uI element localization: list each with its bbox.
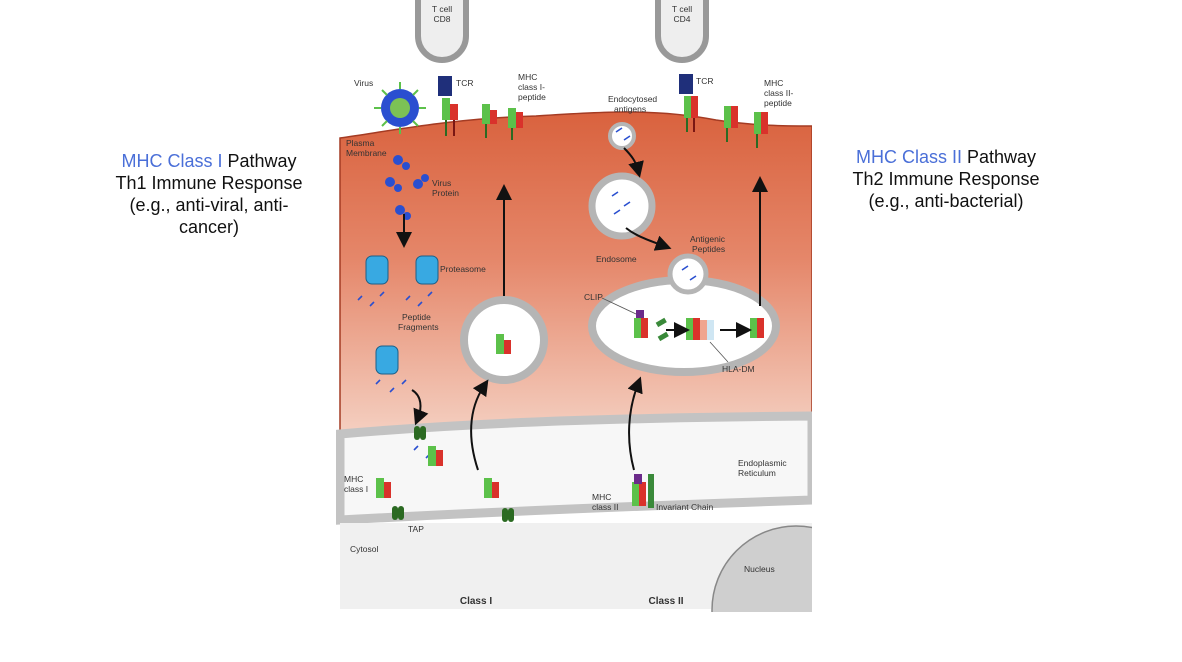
mhc-i-surface-2 — [482, 104, 497, 138]
tcr-left-shape — [438, 76, 452, 96]
tcr-right-label: TCR — [696, 76, 713, 86]
virus-particle — [374, 82, 426, 134]
er-mhc-i-3 — [428, 446, 443, 466]
plasma-membrane-label-2: Membrane — [346, 148, 387, 158]
nucleus-label: Nucleus — [744, 564, 775, 574]
class-i-vesicle-mhc — [496, 334, 511, 354]
endosome-vesicle — [588, 172, 656, 240]
tcr-right-shape — [679, 74, 693, 94]
endosome-label: Endosome — [596, 254, 637, 264]
mhc-class2-label-1: MHC — [592, 492, 611, 502]
mhc-ii-surface-3 — [754, 112, 768, 148]
er-mhc-i-2 — [484, 478, 499, 498]
mhc-class2-label-2: class II — [592, 502, 618, 512]
mhc-class-i-caption: MHC Class I Pathway Th1 Immune Response … — [96, 150, 322, 238]
mhc-ii-surface-1 — [684, 96, 698, 132]
class-i-response: Th1 Immune Response — [115, 173, 303, 193]
mhc-class-ii-caption: MHC Class II Pathway Th2 Immune Response… — [826, 146, 1066, 212]
mhc-class1-label-1: MHC — [344, 474, 363, 484]
class-i-examples: (e.g., anti-viral, anti- — [129, 195, 289, 215]
virus-protein-cluster — [385, 155, 429, 220]
tcell-cd8-label-1: T cell — [432, 4, 452, 14]
mhc1-peptide-label-3: peptide — [518, 92, 546, 102]
antigenic-label-2: Peptides — [692, 244, 725, 254]
peptide-fragments-label-2: Fragments — [398, 322, 439, 332]
class-ii-highlight: MHC Class II — [855, 147, 962, 167]
mhc-i-surface-1 — [442, 98, 458, 136]
class1-footer-label: Class I — [460, 596, 492, 607]
antigenic-bud — [667, 253, 709, 295]
clip-label: CLIP — [584, 292, 603, 302]
class-i-highlight: MHC Class I — [121, 151, 223, 171]
class-ii-examples: (e.g., anti-bacterial) — [868, 191, 1024, 211]
virus-protein-label-1: Virus — [432, 178, 451, 188]
tap-label: TAP — [408, 524, 424, 534]
proteasome-1 — [365, 255, 389, 285]
nucleus — [711, 525, 812, 612]
er-label-2: Reticulum — [738, 468, 776, 478]
mhc1-peptide-label-1: MHC — [518, 72, 537, 82]
virus-label: Virus — [354, 78, 373, 88]
mhc1-peptide-label-2: class I- — [518, 82, 545, 92]
tcr-left-label: TCR — [456, 78, 473, 88]
tcell-cd8-label-2: CD8 — [433, 14, 450, 24]
endocytosed-label-2: antigens — [614, 104, 646, 114]
class2-footer-label: Class II — [648, 596, 683, 607]
class-ii-title-rest: Pathway — [961, 147, 1037, 167]
t-cell-cd8 — [415, 0, 469, 63]
mhc2-peptide-label-1: MHC — [764, 78, 783, 88]
antigen-presentation-diagram: T cell CD8 T cell CD4 TCR TCR Virus MHC … — [336, 0, 812, 612]
tap-transporter — [392, 426, 514, 522]
class-i-examples-cont: cancer) — [178, 217, 240, 237]
plasma-membrane-label-1: Plasma — [346, 138, 375, 148]
peptide-fragments-label-1: Peptide — [402, 312, 431, 322]
proteasome-3 — [375, 345, 399, 375]
cytoplasm — [339, 111, 812, 441]
tcell-cd4-label-2: CD4 — [673, 14, 690, 24]
cytosol-label: Cytosol — [350, 544, 378, 554]
virus-protein-label-2: Protein — [432, 188, 459, 198]
er-label-1: Endoplasmic — [738, 458, 787, 468]
antigenic-label-1: Antigenic — [690, 234, 726, 244]
er-mhc-ii-invariant — [632, 474, 654, 508]
pathway-arrows — [396, 147, 768, 471]
mhc2-peptide-label-2: class II- — [764, 88, 793, 98]
mhc-class1-label-2: class I — [344, 484, 368, 494]
class-ii-title: MHC Class II Pathway — [826, 146, 1066, 168]
proteasome-2 — [415, 255, 439, 285]
tcell-cd4-label-1: T cell — [672, 4, 692, 14]
mhc-ii-surface-2 — [724, 106, 738, 142]
endosome-peptides — [611, 127, 697, 281]
mhc2-peptide-label-3: peptide — [764, 98, 792, 108]
endocytosed-label-1: Endocytosed — [608, 94, 657, 104]
class-i-title: MHC Class I Pathway — [96, 150, 322, 172]
er-mhc-i-1 — [376, 478, 391, 498]
invariant-chain-label: Invariant Chain — [656, 502, 713, 512]
leader-lines — [601, 297, 729, 363]
endoplasmic-reticulum — [336, 411, 812, 525]
class-ii-response: Th2 Immune Response — [852, 169, 1040, 189]
proteasome-label: Proteasome — [440, 264, 486, 274]
mhc-i-surface-3 — [508, 108, 523, 140]
t-cell-cd4 — [655, 0, 709, 63]
clip-fragments — [655, 317, 669, 342]
hla-dm-label: HLA-DM — [722, 364, 755, 374]
endocytosed-vesicle — [608, 122, 636, 150]
class-i-title-rest: Pathway — [222, 151, 297, 171]
